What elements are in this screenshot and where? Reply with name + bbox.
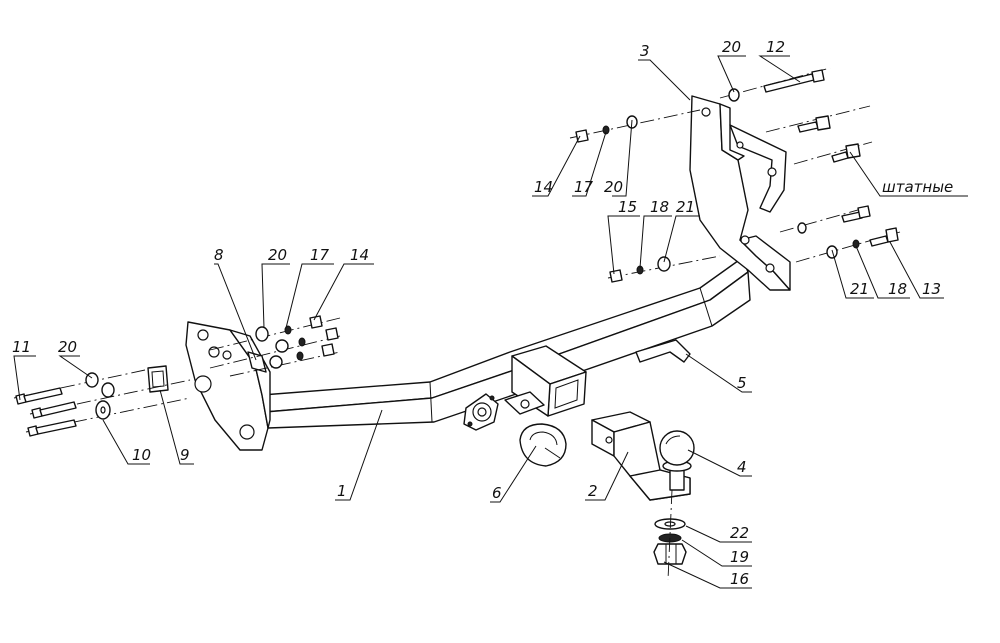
callout-15: 15	[618, 198, 637, 216]
callout-8: 8	[214, 246, 224, 264]
callout-21-lower: 21	[850, 280, 869, 298]
callout-5: 5	[737, 374, 747, 392]
socket-plate	[463, 393, 499, 431]
part-9-spacer	[147, 365, 169, 393]
callout-17-left: 17	[310, 246, 330, 264]
callout-20-upper: 20	[604, 178, 623, 196]
callout-16: 16	[730, 570, 749, 588]
callout-3: 3	[640, 42, 650, 60]
receiver-socket	[504, 345, 587, 417]
part-11-bolt	[15, 387, 63, 405]
part-1-cross-beam	[261, 257, 751, 429]
part-16-nut	[653, 543, 687, 565]
callout-9: 9	[180, 446, 190, 464]
callout-14-left: 14	[350, 246, 369, 264]
upper-right-fasteners	[569, 67, 873, 165]
callout-20-cluster: 20	[268, 246, 287, 264]
callout-14-upper: 14	[534, 178, 553, 196]
lower-right-fasteners	[607, 205, 901, 283]
callout-1: 1	[337, 482, 347, 500]
callout-19: 19	[730, 548, 749, 566]
part-4-tow-ball	[659, 430, 695, 491]
callout-20-top: 20	[722, 38, 741, 56]
part-3-right-bracket	[689, 95, 791, 291]
left-nut-cluster	[209, 315, 341, 377]
callout-18-upper: 18	[650, 198, 669, 216]
callout-labels: 1 2 3 4 5 6 8 9 10 11 12 13 14 14 15 16 …	[12, 38, 953, 588]
callout-21-upper: 21	[676, 198, 695, 216]
left-fasteners	[13, 369, 191, 437]
callout-13: 13	[922, 280, 941, 298]
ball-fasteners	[653, 489, 687, 581]
callout-22: 22	[730, 524, 749, 542]
callout-6: 6	[492, 484, 502, 502]
part-12-bolt	[763, 69, 825, 93]
callout-20-left: 20	[58, 338, 77, 356]
leader-lines	[13, 55, 968, 589]
callout-11: 11	[12, 338, 31, 356]
part-8-plate	[247, 351, 267, 373]
callout-17-upper: 17	[574, 178, 594, 196]
part-5-chain-loop	[635, 339, 691, 363]
part-6-socket-cover	[519, 423, 567, 467]
callout-18-lower: 18	[888, 280, 907, 298]
callout-12: 12	[766, 38, 785, 56]
callout-10: 10	[132, 446, 151, 464]
left-mounting-plate	[185, 321, 271, 451]
callout-stock-bolts: штатные	[882, 178, 953, 196]
callout-4: 4	[737, 458, 747, 476]
callout-2: 2	[588, 482, 598, 500]
